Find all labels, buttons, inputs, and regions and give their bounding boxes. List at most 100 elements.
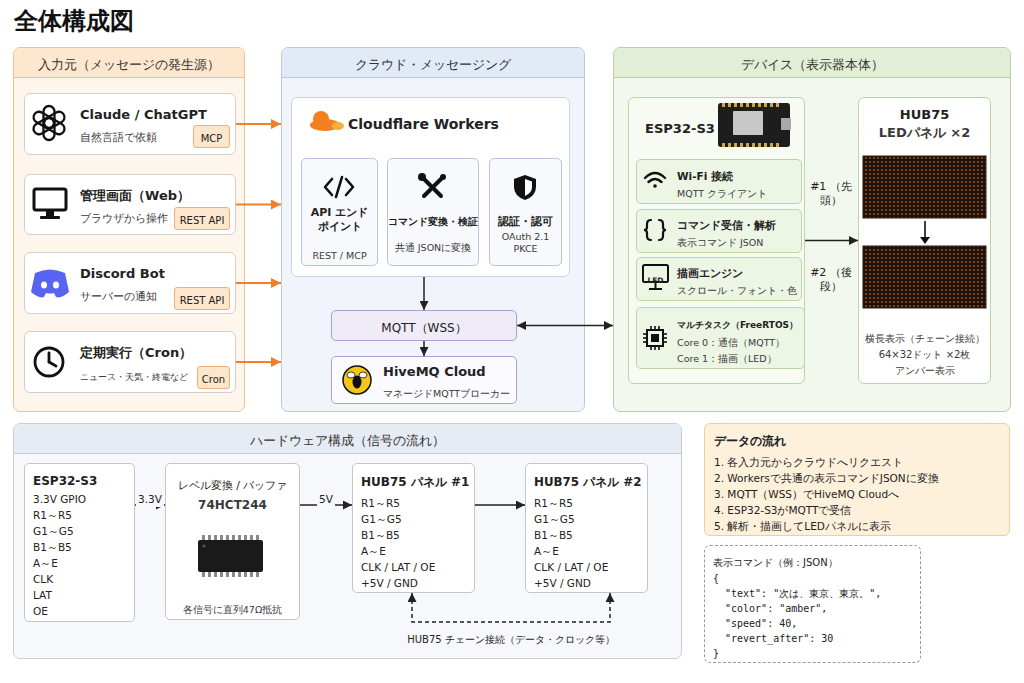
- note-box: データの流れ1. 各入力元からクラウドへリクエスト2. Workersで共通の表…: [704, 423, 1010, 536]
- hivemq-logo: [347, 372, 355, 378]
- text-slot: マルチタスク（FreeRTOS）: [677, 313, 801, 332]
- esp32-board: [781, 118, 791, 130]
- code-box: 表示コマンド（例：JSON） { "text": "次は、東京、東京。", "colo…: [704, 545, 921, 663]
- esp32-board: [734, 103, 737, 107]
- text-slot: MQTT クライアント: [677, 182, 798, 201]
- text-slot: HUB75: [858, 104, 991, 124]
- box-title: ESP32-S3: [33, 474, 97, 490]
- hivemq-logo: [343, 366, 371, 394]
- text-slot: 4. ESP32-S3がMQTTで受信: [714, 499, 1006, 518]
- component-box: API エンドポイントREST / MCP: [301, 158, 378, 266]
- box-text: {: [713, 572, 719, 585]
- code-icon: [346, 179, 353, 195]
- box-title: コマンド受信・解析: [677, 219, 776, 233]
- connector-arrow: [517, 325, 613, 327]
- text-slot: 74HCT244: [165, 494, 300, 514]
- esp32-board: [764, 143, 767, 147]
- text-slot: 表示コマンド JSON: [677, 231, 798, 250]
- box-title: HUB75 パネル #1: [361, 475, 469, 491]
- discord-icon: [31, 270, 69, 298]
- text-slot: 表示コマンド（例：JSON）: [713, 551, 917, 570]
- text-slot: A～E: [361, 540, 471, 559]
- connector-arrow: [423, 341, 425, 356]
- component-box: HUB75 パネル #1R1～R5G1～G5B1～B5A～ECLK / LAT …: [352, 463, 475, 593]
- box-title: 認証・認可: [498, 215, 553, 229]
- text-slot: HUB75 チェーン接続（データ・クロック等）: [361, 628, 661, 647]
- box-text: 横長表示（チェーン接続）: [865, 332, 985, 345]
- text-slot: Discord Bot: [80, 263, 232, 283]
- text-slot: ブラウザから操作: [80, 207, 172, 226]
- esp32-board: [722, 143, 725, 147]
- text-slot: スクロール・フォント・色: [677, 279, 798, 298]
- box-text: CLK / LAT / OE: [534, 561, 608, 575]
- text-slot: "revert_after": 30: [725, 627, 917, 646]
- box-text: R1～R5: [534, 497, 573, 511]
- cloudflare-logo: [310, 111, 344, 131]
- box-text: "color": "amber",: [725, 602, 827, 615]
- box-text: R1～R5: [33, 509, 72, 523]
- text-slot: R1～R5: [33, 504, 131, 523]
- tools-icon: [424, 179, 441, 196]
- text-slot: HUB75 パネル #1: [361, 471, 471, 491]
- code-icon: [336, 177, 342, 197]
- wifi-icon: [653, 184, 657, 188]
- led-matrix-panels: [920, 237, 930, 244]
- box-text: 1. 各入力元からクラウドへリクエスト: [714, 456, 903, 470]
- text-slot: R1～R5: [361, 492, 471, 511]
- esp32-board: [758, 143, 761, 147]
- led-icon: [649, 288, 662, 290]
- box-title: HUB75 パネル #2: [534, 475, 641, 490]
- box-title: REST API: [180, 214, 225, 227]
- esp32-board: [776, 143, 779, 147]
- text-slot: B1～B5: [33, 536, 131, 555]
- box-text: ニュース・天気・終電など: [80, 372, 188, 384]
- text-slot: 認証・認可: [489, 210, 562, 229]
- text-slot: G1～G5: [361, 508, 471, 527]
- group-panel: デバイス（表示器本体）ESP32-S3Wi-Fi 接続MQTT クライアントコマ…: [613, 47, 1011, 412]
- chip-icon: [643, 337, 647, 339]
- text-slot: A～E: [534, 540, 641, 559]
- text-slot: 共通 JSONに変換: [387, 236, 479, 255]
- led-icon: [643, 265, 668, 289]
- box-text: "speed": 40,: [725, 617, 797, 630]
- hivemq-logo: [353, 376, 362, 389]
- box-text: 2. Workersで共通の表示コマンドJSONに変換: [714, 472, 939, 486]
- box-title: MQTT（WSS）: [381, 321, 466, 337]
- text-slot: OE: [33, 600, 131, 619]
- text-slot: ハードウェア構成（信号の流れ）: [13, 430, 682, 449]
- text-slot: "speed": 40,: [725, 612, 917, 631]
- monitor-icon: [34, 189, 66, 219]
- annotation-label: LED: [647, 276, 663, 286]
- text-slot: "color": "amber",: [725, 597, 917, 616]
- discord-icon: [31, 270, 69, 298]
- clock-icon: [35, 348, 63, 376]
- chip-icon: [663, 341, 667, 343]
- shield-icon: [525, 179, 532, 196]
- group-panel: クラウド・メッセージングCloudflare WorkersAPI エンドポイン…: [281, 47, 585, 412]
- text-slot: ESP32-S3: [33, 470, 131, 490]
- box-title: Discord Bot: [80, 266, 165, 283]
- text-slot: Core 0：通信（MQTT）: [677, 331, 798, 350]
- box-text: Core 1：描画（LED）: [677, 353, 777, 365]
- group-panel: ハードウェア構成（信号の流れ）ESP32-S33.3V GPIOR1～R5G1～…: [13, 423, 682, 659]
- box-text: "text": "次は、東京、東京。",: [725, 587, 881, 600]
- chip-icon: [647, 330, 663, 346]
- text-slot: Claude / ChatGPT: [80, 104, 232, 124]
- edge-label: 5V: [317, 493, 335, 507]
- text-slot: サーバーの通知: [80, 285, 172, 304]
- box-text: }: [713, 647, 719, 660]
- text-slot: A～E: [33, 552, 131, 571]
- component-box: コマンド変換・検証共通 JSONに変換: [387, 158, 479, 266]
- chip-icon: [658, 346, 660, 350]
- text-slot: Cloudflare Workers: [348, 114, 566, 133]
- panel-title: ハードウェア構成（信号の流れ）: [250, 433, 445, 449]
- tag-badge: REST API: [174, 207, 230, 230]
- text-slot: B1～B5: [361, 524, 471, 543]
- box-text: 3. MQTT（WSS）でHiveMQ Cloudへ: [714, 488, 899, 502]
- led-matrix-panels: [863, 156, 986, 308]
- box-text: A～E: [534, 545, 559, 559]
- monitor-icon: [46, 211, 54, 216]
- text-slot: コマンド受信・解析: [677, 214, 798, 233]
- panel-title: 入力元（メッセージの発生源）: [38, 57, 220, 73]
- box-title: コマンド変換・検証: [388, 215, 478, 228]
